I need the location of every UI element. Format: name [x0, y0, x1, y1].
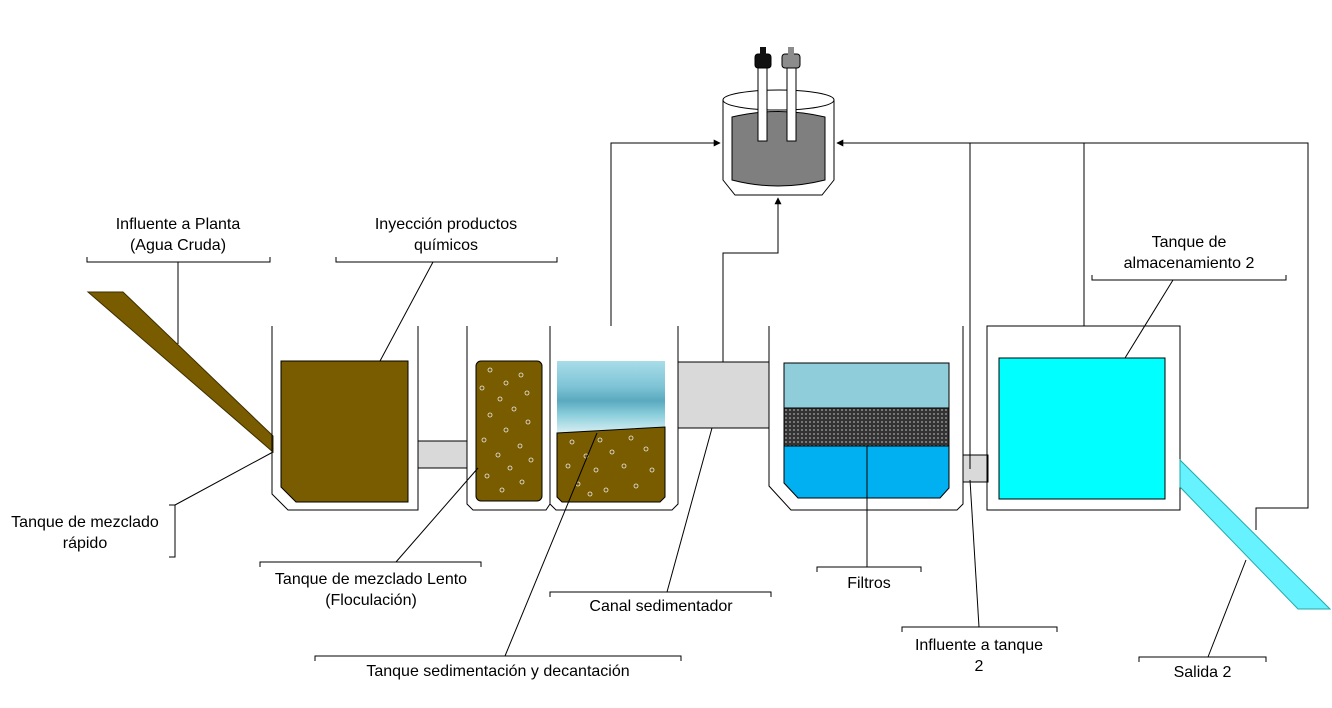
particle — [497, 396, 503, 402]
sedimentation-channel — [677, 361, 770, 429]
filter-clear-water — [783, 362, 950, 409]
label-filtros: Filtros — [847, 575, 891, 592]
label-mezclado-lento: Tanque de mezclado Lento(Floculación) — [274, 571, 468, 609]
particle — [484, 473, 490, 479]
particle — [499, 487, 505, 493]
sedimentation-sludge — [556, 426, 666, 503]
particle — [525, 419, 531, 425]
probe-left-knob — [760, 47, 766, 55]
label-canal-sedimentador: Canal sedimentador — [589, 598, 733, 615]
particle — [507, 465, 513, 471]
particle — [569, 439, 575, 445]
label-sedimentacion-decantacion: Tanque sedimentación y decantación — [366, 663, 630, 680]
particle — [487, 367, 493, 373]
particle — [503, 427, 509, 433]
particle — [628, 435, 634, 441]
particle — [495, 452, 501, 458]
raw-water-inlet-chute — [86, 291, 274, 454]
label-salida: Salida 2 — [1173, 664, 1232, 681]
slow-mix-liquid — [475, 360, 543, 502]
floc-particles — [479, 367, 534, 493]
particle — [593, 467, 599, 473]
connector-pipe-1 — [417, 440, 468, 469]
sedimentation-clear-water — [557, 361, 665, 433]
rapid-mix-liquid — [280, 360, 409, 503]
probe-right-cap — [781, 53, 801, 69]
particle — [621, 463, 627, 469]
particle — [597, 437, 603, 443]
particle — [587, 491, 593, 497]
particle — [517, 443, 523, 449]
sediment-particles — [565, 435, 655, 497]
particle — [524, 390, 530, 396]
filter-media — [783, 407, 950, 447]
probe-right — [786, 65, 797, 142]
particle — [643, 446, 649, 452]
particle — [481, 437, 487, 443]
particle — [503, 380, 509, 386]
label-influente-planta: Influente a Planta(Agua Cruda) — [115, 216, 241, 254]
sedimentation-tank — [549, 326, 679, 511]
leader-lines — [86, 257, 1287, 662]
particle — [603, 487, 609, 493]
particle — [565, 463, 571, 469]
sample-container-rim — [722, 89, 835, 111]
particle — [511, 406, 517, 412]
particle — [519, 479, 525, 485]
outlet-chute — [1179, 458, 1332, 610]
particle — [479, 385, 485, 391]
particle — [487, 412, 493, 418]
storage-water — [998, 357, 1166, 500]
probe-right-knob — [788, 47, 794, 55]
particle — [518, 372, 524, 378]
connector-pipe-2 — [962, 454, 989, 483]
particle — [528, 457, 534, 463]
sample-container-liquid — [731, 111, 826, 187]
sampling-lines — [610, 139, 1309, 530]
particle — [609, 449, 615, 455]
particle — [649, 467, 655, 473]
probe-left-cap — [754, 53, 772, 69]
particle — [633, 483, 639, 489]
probe-left — [757, 65, 768, 142]
sample-container — [722, 100, 835, 196]
